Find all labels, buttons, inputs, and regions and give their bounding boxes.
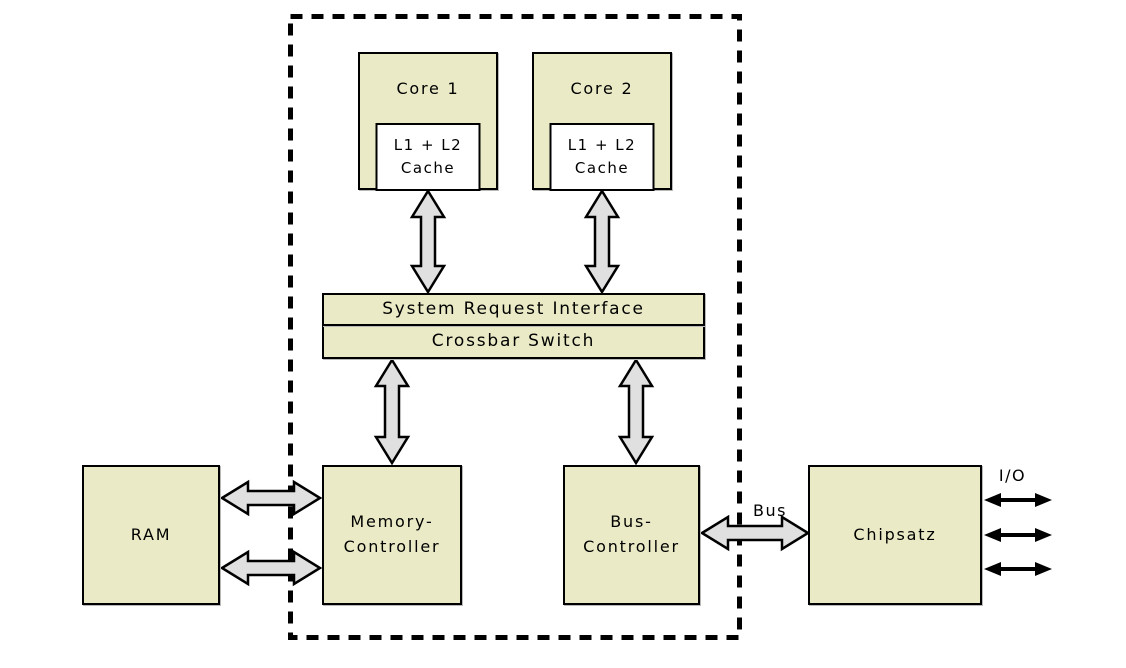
chipset-label: Chipsatz <box>853 524 937 544</box>
memory-controller-label: Memory- Controller <box>343 512 441 556</box>
arrow-core1-sri <box>409 188 447 295</box>
memory-controller-block: Memory- Controller <box>322 465 462 605</box>
chipset-block: Chipsatz <box>808 465 982 605</box>
crossbar-switch-block: Crossbar Switch <box>322 323 705 359</box>
core1-cache-block: L1 + L2 Cache <box>375 122 481 191</box>
system-request-interface-block: System Request Interface <box>322 293 705 326</box>
bus-controller-label: Bus- Controller <box>583 512 680 556</box>
bus-controller-block: Bus- Controller <box>563 465 700 605</box>
core1-block: Core 1 L1 + L2 Cache <box>358 52 498 191</box>
core1-cache-line2: Cache <box>400 158 456 177</box>
arrow-ram-memorycontroller-upper <box>219 479 323 517</box>
io-connection-label: I/O <box>998 466 1027 485</box>
bus-connection-label: Bus <box>753 501 787 520</box>
core2-label: Core 2 <box>570 79 634 98</box>
core2-cache-block: L1 + L2 Cache <box>549 122 655 191</box>
arrow-bus <box>699 514 811 552</box>
ram-block: RAM <box>82 465 220 605</box>
arrow-ram-memorycontroller-lower <box>219 549 323 587</box>
core2-cache-line1: L1 + L2 <box>567 136 637 154</box>
arrow-crossbar-buscontroller <box>617 357 655 466</box>
core2-block: Core 2 L1 + L2 Cache <box>532 52 672 191</box>
io-arrow-2 <box>984 528 1052 542</box>
core1-cache-line1: L1 + L2 <box>393 136 463 154</box>
ram-label: RAM <box>130 524 172 544</box>
io-arrow-3 <box>984 562 1052 576</box>
arrow-core2-sri <box>583 188 621 295</box>
io-arrow-1 <box>984 493 1052 507</box>
arrow-crossbar-memorycontroller <box>373 357 411 466</box>
cpu-package-boundary <box>288 14 742 640</box>
core1-label: Core 1 <box>396 79 460 98</box>
crossbar-switch-label: Crossbar Switch <box>431 331 596 352</box>
system-request-interface-label: System Request Interface <box>382 299 645 320</box>
core2-cache-line2: Cache <box>574 158 630 177</box>
